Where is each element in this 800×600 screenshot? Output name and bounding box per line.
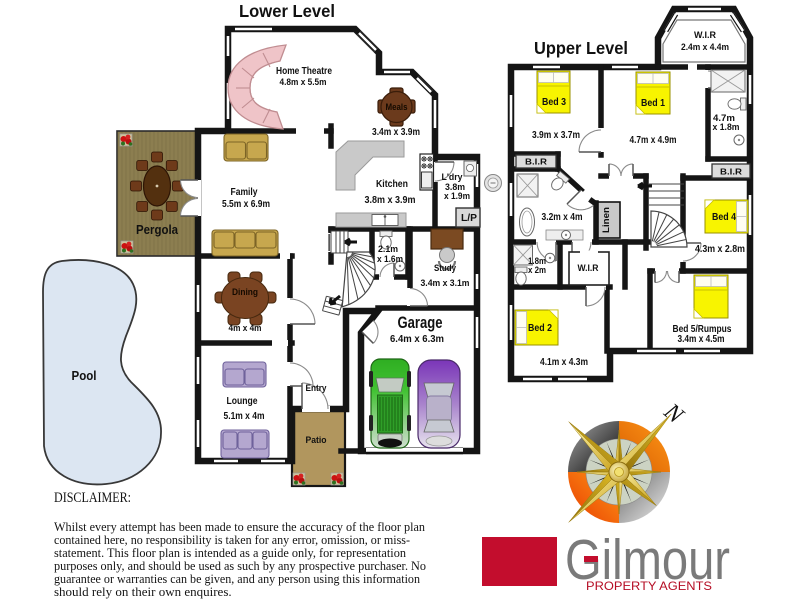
- svg-text:x 1.8m: x 1.8m: [713, 122, 740, 133]
- svg-text:x 1.6m: x 1.6m: [377, 254, 403, 265]
- svg-text:3.4m x 3.9m: 3.4m x 3.9m: [372, 127, 420, 138]
- svg-text:PROPERTY AGENTS: PROPERTY AGENTS: [586, 579, 712, 593]
- svg-text:W.I.R: W.I.R: [578, 263, 599, 274]
- svg-text:Bed 4: Bed 4: [712, 212, 736, 223]
- svg-text:4.7m: 4.7m: [713, 113, 735, 124]
- svg-text:Pool: Pool: [72, 369, 97, 383]
- svg-text:6.4m x 6.3m: 6.4m x 6.3m: [390, 333, 444, 345]
- svg-text:4.1m x 4.3m: 4.1m x 4.3m: [540, 357, 588, 368]
- svg-text:Dining: Dining: [232, 287, 258, 298]
- svg-text:Entry: Entry: [306, 383, 328, 394]
- svg-text:3.2m x 4m: 3.2m x 4m: [542, 212, 583, 223]
- svg-text:B.I.R: B.I.R: [525, 157, 547, 167]
- svg-text:B.I.R: B.I.R: [720, 167, 742, 177]
- svg-text:statement. This floor plan is: statement. This floor plan is intended a…: [54, 545, 406, 560]
- svg-text:contained here, no responsibil: contained here, no responsibility is tak…: [54, 532, 410, 547]
- svg-text:5.5m x 6.9m: 5.5m x 6.9m: [222, 199, 270, 210]
- svg-text:3.8m x 3.9m: 3.8m x 3.9m: [365, 194, 416, 206]
- svg-text:Linen: Linen: [601, 207, 611, 233]
- svg-text:Bed 2: Bed 2: [528, 323, 552, 334]
- svg-text:Whilst every attempt has been: Whilst every attempt has been made to en…: [54, 519, 425, 534]
- svg-text:Kitchen: Kitchen: [376, 178, 408, 190]
- svg-text:2.4m x 4.4m: 2.4m x 4.4m: [681, 42, 729, 53]
- svg-text:purposes only, and should be u: purposes only, and should be used as suc…: [54, 558, 426, 573]
- svg-text:2.1m: 2.1m: [378, 244, 398, 255]
- svg-text:3.4m x 3.1m: 3.4m x 3.1m: [421, 278, 470, 289]
- svg-text:Garage: Garage: [398, 314, 443, 332]
- svg-text:L'dry: L'dry: [442, 172, 464, 183]
- svg-text:Lounge: Lounge: [227, 396, 258, 407]
- svg-text:4m x 4m: 4m x 4m: [229, 323, 262, 334]
- svg-text:guarantee or warranties can be: guarantee or warranties can be given, an…: [54, 571, 420, 586]
- svg-text:Pergola: Pergola: [136, 223, 179, 237]
- svg-text:1.8m: 1.8m: [528, 256, 546, 266]
- svg-text:Upper Level: Upper Level: [534, 38, 628, 58]
- svg-text:5.1m x 4m: 5.1m x 4m: [224, 411, 265, 422]
- svg-text:Bed 3: Bed 3: [542, 97, 566, 108]
- svg-text:L/P: L/P: [461, 213, 477, 224]
- svg-text:4.8m x 5.5m: 4.8m x 5.5m: [280, 77, 327, 88]
- svg-text:4.3m x 2.8m: 4.3m x 2.8m: [695, 244, 745, 255]
- svg-text:Home Theatre: Home Theatre: [276, 66, 332, 77]
- svg-text:Study: Study: [434, 263, 457, 274]
- svg-text:DISCLAIMER:: DISCLAIMER:: [54, 490, 131, 506]
- svg-text:Patio: Patio: [306, 435, 327, 446]
- svg-text:Meals: Meals: [386, 102, 408, 113]
- svg-text:Bed 1: Bed 1: [641, 98, 665, 109]
- svg-text:3.8m: 3.8m: [445, 182, 465, 193]
- svg-text:Bed 5/Rumpus: Bed 5/Rumpus: [673, 324, 732, 335]
- svg-text:Family: Family: [231, 187, 258, 198]
- svg-text:Lower Level: Lower Level: [239, 1, 335, 21]
- svg-text:4.7m x 4.9m: 4.7m x 4.9m: [630, 135, 677, 146]
- svg-text:3.9m x 3.7m: 3.9m x 3.7m: [532, 130, 580, 141]
- svg-text:3.4m x 4.5m: 3.4m x 4.5m: [678, 334, 725, 345]
- svg-text:x 2m: x 2m: [528, 265, 546, 275]
- svg-text:x 1.9m: x 1.9m: [444, 191, 470, 202]
- svg-text:W.I.R: W.I.R: [694, 30, 716, 41]
- svg-text:should rely on their own enqui: should rely on their own enquires.: [54, 584, 232, 599]
